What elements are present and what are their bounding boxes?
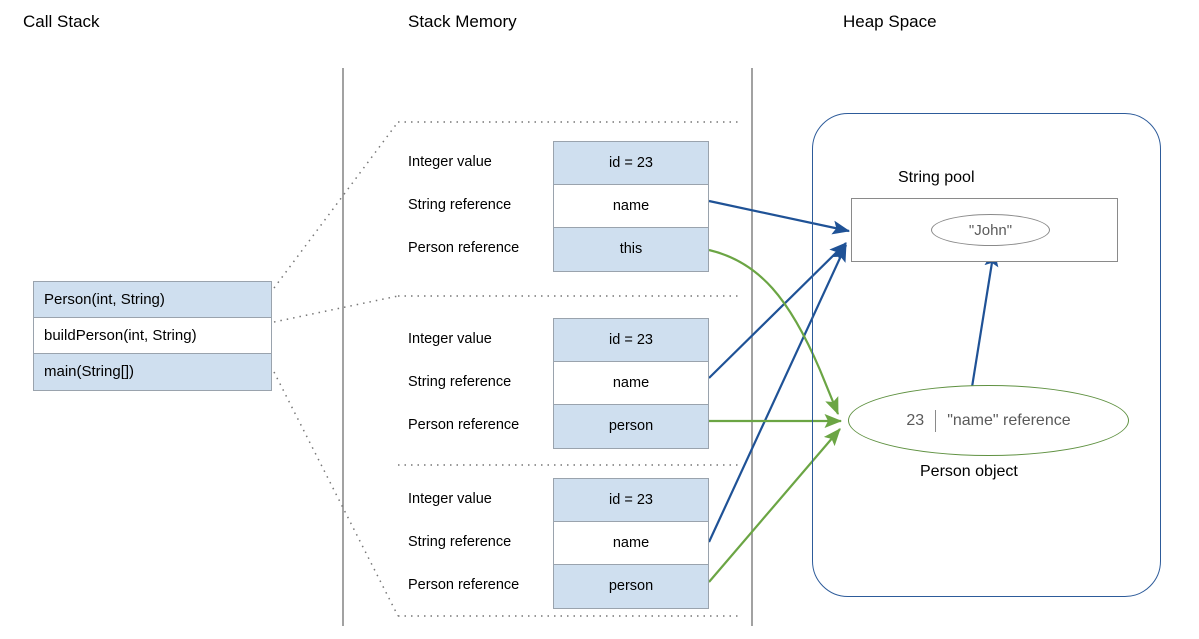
stack-frame-2-cell-person[interactable]: person <box>554 405 708 448</box>
call-stack-row-main[interactable]: main(String[]) <box>34 354 271 390</box>
leader-person-frame <box>273 121 399 289</box>
leader-main-frame <box>273 371 399 617</box>
stack-frame-3-cell-id[interactable]: id = 23 <box>554 479 708 522</box>
person-object-field-divider <box>935 409 937 432</box>
stack-frame-3-label-2: Person reference <box>408 577 520 593</box>
stack-frame-2-cells: id = 23 name person <box>553 318 709 449</box>
person-object-caption: Person object <box>920 463 1018 480</box>
stack-frame-3-cell-name[interactable]: name <box>554 522 708 565</box>
person-object-ellipse[interactable]: 23 "name" reference <box>848 385 1129 456</box>
person-object-id: 23 <box>906 411 925 429</box>
stack-frame-1-label-0: Integer value <box>408 154 492 170</box>
person-object-fields: 23 "name" reference <box>906 409 1071 432</box>
stack-frame-1-cell-id[interactable]: id = 23 <box>554 142 708 185</box>
stack-frame-3-cells: id = 23 name person <box>553 478 709 609</box>
column-title-call-stack: Call Stack <box>23 12 100 31</box>
leader-buildperson-frame <box>273 295 399 323</box>
stack-frame-2-labels: Integer value String reference Person re… <box>408 318 558 447</box>
person-object-name-ref: "name" reference <box>947 411 1071 429</box>
stack-frame-3-cell-person[interactable]: person <box>554 565 708 608</box>
stack-frame-2-cell-id[interactable]: id = 23 <box>554 319 708 362</box>
stack-frame-2-label-1: String reference <box>408 374 512 390</box>
heap-space-container <box>812 113 1161 597</box>
stack-frame-1-cells: id = 23 name this <box>553 141 709 272</box>
stack-frame-1-labels: Integer value String reference Person re… <box>408 141 558 270</box>
stack-frame-2-cell-name[interactable]: name <box>554 362 708 405</box>
call-stack: Person(int, String) buildPerson(int, Str… <box>33 281 272 391</box>
stack-frame-1-label-1: String reference <box>408 197 512 213</box>
column-title-heap-space: Heap Space <box>843 12 937 31</box>
string-pool-title: String pool <box>898 169 975 186</box>
stack-frame-3-labels: Integer value String reference Person re… <box>408 478 558 607</box>
stack-frame-1-cell-name[interactable]: name <box>554 185 708 228</box>
string-literal-john[interactable]: "John" <box>931 214 1050 246</box>
stack-frame-3-label-0: Integer value <box>408 491 492 507</box>
column-title-stack-memory: Stack Memory <box>408 12 517 31</box>
call-stack-row-build-person[interactable]: buildPerson(int, String) <box>34 318 271 354</box>
call-stack-row-person[interactable]: Person(int, String) <box>34 282 271 318</box>
stack-frame-1-cell-this[interactable]: this <box>554 228 708 271</box>
stack-frame-2-label-2: Person reference <box>408 417 520 433</box>
stack-frame-3-label-1: String reference <box>408 534 512 550</box>
stack-frame-2-label-0: Integer value <box>408 331 492 347</box>
stack-frame-1-label-2: Person reference <box>408 240 520 256</box>
